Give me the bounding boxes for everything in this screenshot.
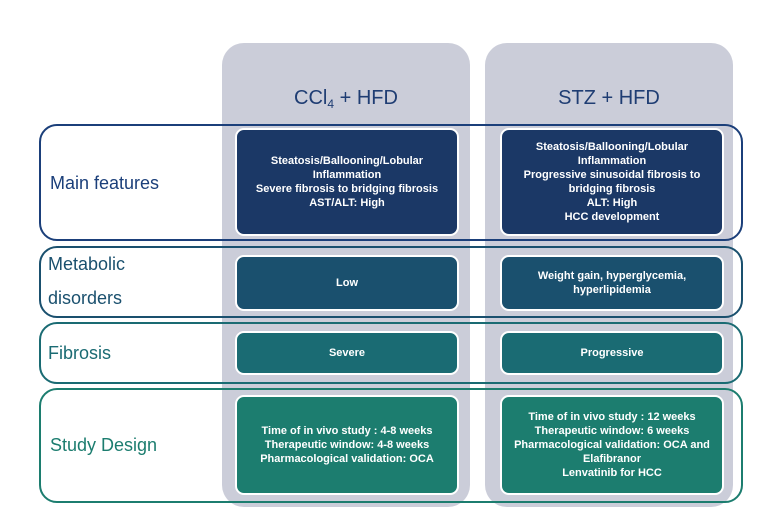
cell-fibrosis-ccl4: Severe	[235, 331, 459, 375]
cell-main-features-stz: Steatosis/Ballooning/Lobular Inflammatio…	[500, 128, 724, 236]
cell-main-features-ccl4: Steatosis/Ballooning/Lobular Inflammatio…	[235, 128, 459, 236]
row-study-design-outline	[39, 388, 743, 503]
column-header-stz-main: STZ + HFD	[558, 87, 660, 109]
cell-text: Progressive	[580, 347, 644, 359]
column-header-stz: STZ + HFD	[485, 86, 733, 110]
cell-text: Steatosis/Ballooning/Lobular Inflammatio…	[523, 141, 701, 223]
cell-study-design-stz: Time of in vivo study : 12 weeks Therape…	[500, 395, 724, 495]
row-fibrosis-outline	[39, 322, 743, 384]
cell-text: Steatosis/Ballooning/Lobular Inflammatio…	[255, 155, 439, 209]
cell-metabolic-stz: Weight gain, hyperglycemia, hyperlipidem…	[500, 255, 724, 311]
cell-text: Severe	[328, 347, 366, 359]
column-header-ccl4-main: CCl	[294, 87, 328, 109]
cell-text: Time of in vivo study : 4-8 weeks Therap…	[260, 425, 434, 465]
row-label-main-features: Main features	[50, 173, 160, 193]
row-label-metabolic-line2: disorders	[48, 288, 123, 308]
column-header-ccl4: CCl4 + HFD	[222, 86, 470, 110]
row-label-metabolic-line1: Metabolic	[48, 254, 126, 274]
cell-text: Time of in vivo study : 12 weeks Therape…	[514, 411, 710, 479]
row-metabolic-outline	[39, 246, 743, 318]
cell-fibrosis-stz: Progressive	[500, 331, 724, 375]
row-label-fibrosis: Fibrosis	[48, 343, 112, 363]
column-header-ccl4-subscript: 4	[327, 97, 335, 111]
cell-study-design-ccl4: Time of in vivo study : 4-8 weeks Therap…	[235, 395, 459, 495]
cell-metabolic-ccl4: Low	[235, 255, 459, 311]
row-main-features-outline	[39, 124, 743, 241]
row-label-study-design: Study Design	[50, 435, 158, 455]
cell-text: Low	[336, 277, 358, 289]
column-header-ccl4-rest: + HFD	[334, 87, 398, 109]
cell-text: Weight gain, hyperglycemia, hyperlipidem…	[537, 270, 687, 296]
